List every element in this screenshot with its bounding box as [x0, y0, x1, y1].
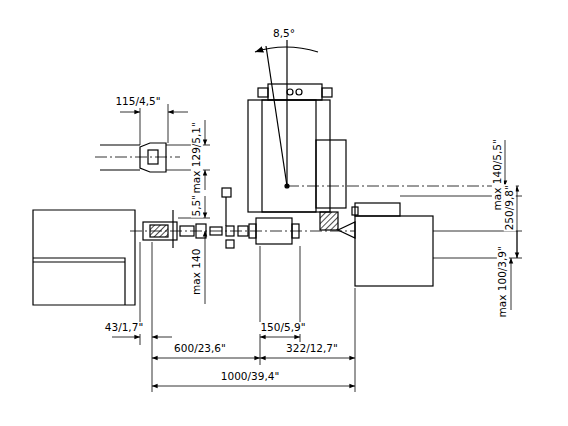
dimension-label: 250/9,8" — [504, 184, 516, 231]
dimension-label: max 140 — [191, 248, 203, 296]
dimension-label: 1000/39,4" — [220, 371, 280, 383]
dimension-label: 322/12,7" — [285, 343, 339, 355]
dimension-label: 600/23,6" — [173, 343, 227, 355]
dimension-lines — [112, 104, 522, 392]
dimension-label: 5,5" — [191, 194, 203, 218]
dimension-label: 115/4,5" — [114, 96, 161, 108]
dimension-label: 8,5° — [272, 28, 296, 40]
dimension-label: 43/1,7" — [104, 322, 144, 334]
dimension-label: 150/5,9" — [259, 322, 306, 334]
dimension-label: max 129/5,1" — [191, 121, 203, 194]
dimension-label: max 140/5,5" — [492, 138, 504, 211]
machine-outline — [33, 40, 520, 305]
dimension-label: max 100/3,9" — [497, 245, 509, 318]
